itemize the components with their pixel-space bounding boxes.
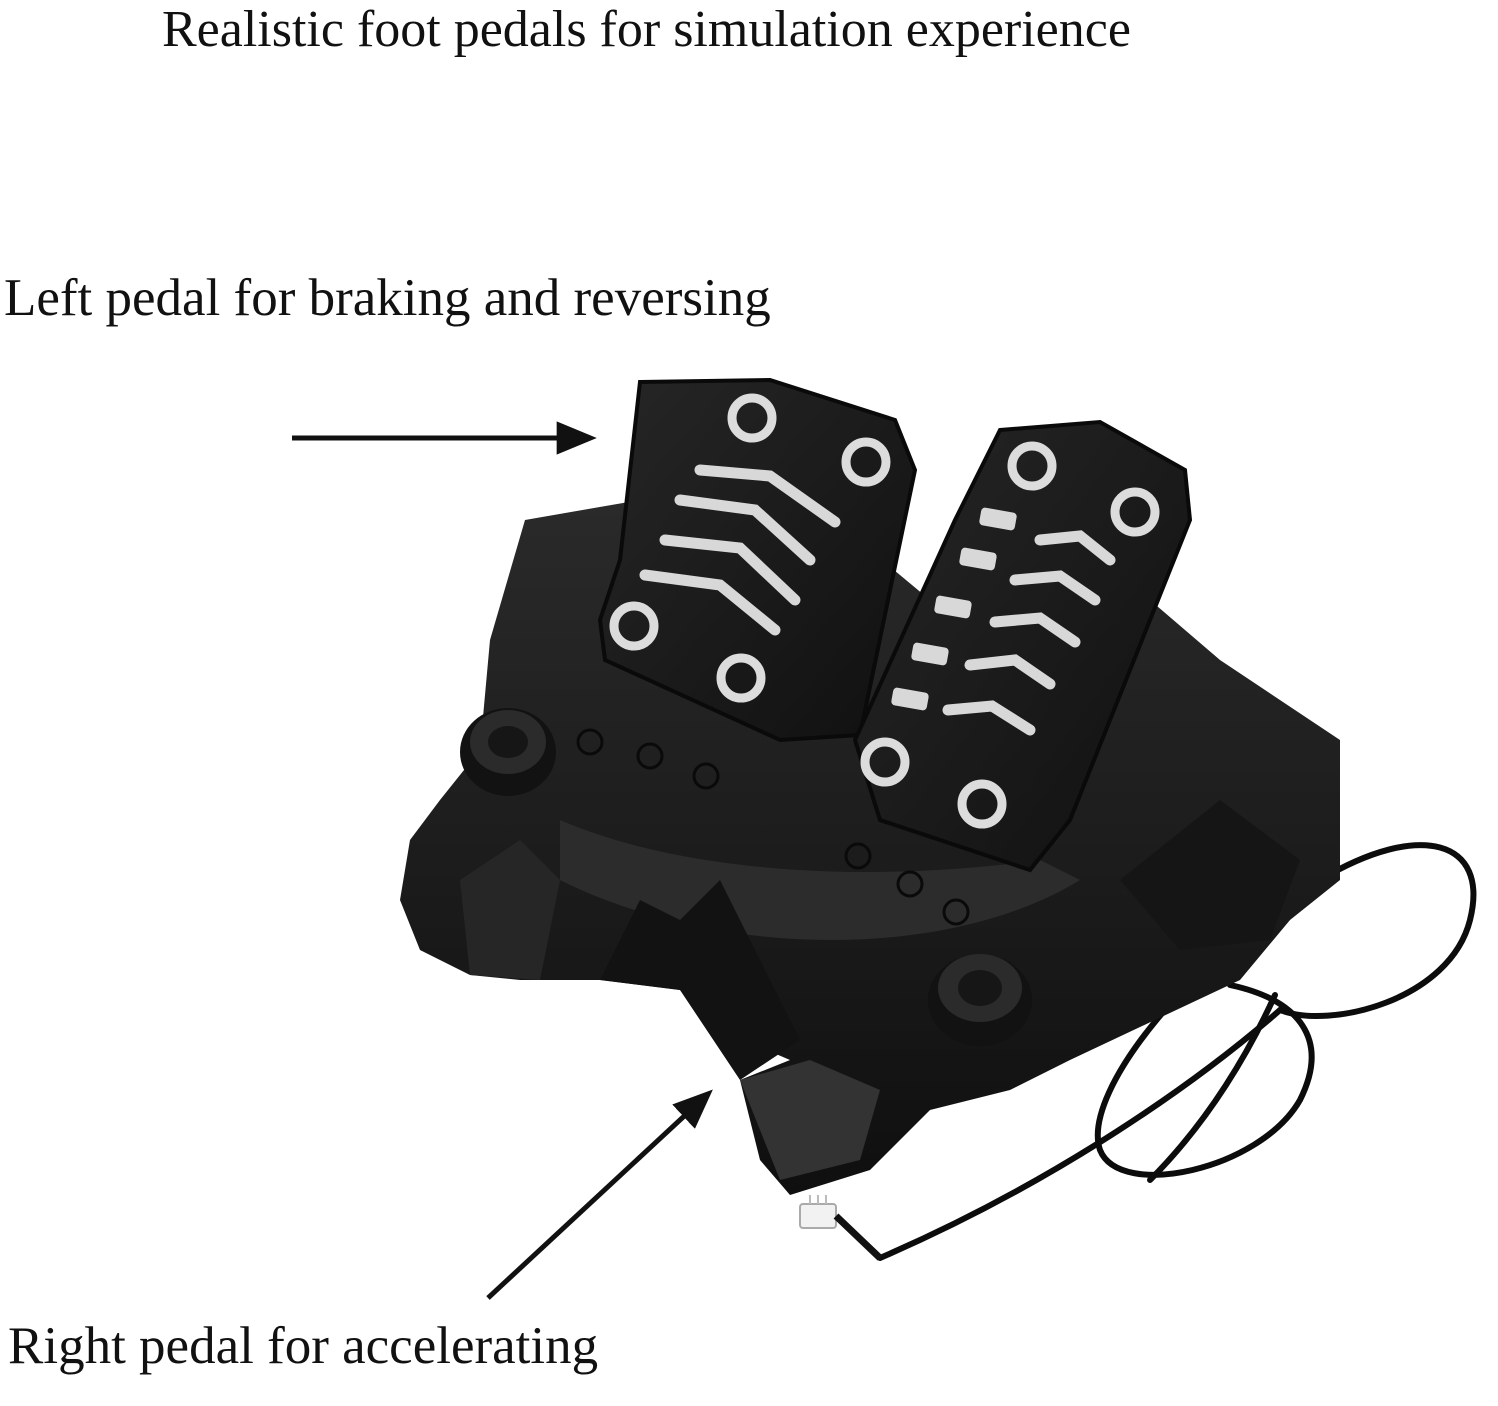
right-pedal-arrow bbox=[486, 1089, 713, 1300]
title-caption: Realistic foot pedals for simulation exp… bbox=[162, 1, 1131, 58]
rubber-foot-left bbox=[460, 708, 556, 796]
rubber-foot-right bbox=[928, 954, 1032, 1046]
cable-connector-icon bbox=[799, 1195, 883, 1261]
left-pedal bbox=[597, 377, 918, 743]
right-pedal bbox=[852, 419, 1193, 873]
right-pedal-caption: Right pedal for accelerating bbox=[8, 1317, 599, 1375]
left-pedal-caption: Left pedal for braking and reversing bbox=[4, 269, 771, 327]
base-dots bbox=[576, 728, 970, 926]
